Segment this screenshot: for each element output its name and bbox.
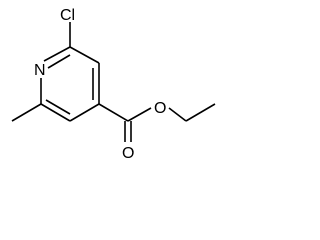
atom-label-o-carbonyl: O	[122, 145, 134, 162]
bond-c4-c5	[69, 103, 100, 122]
bond-c2-c3	[69, 46, 100, 64]
bond-c5-c6-inner	[45, 99, 71, 115]
atom-label-cl: Cl	[60, 7, 75, 24]
bond-c4-carbonyl	[98, 103, 129, 122]
bond-ch2-ch3	[185, 103, 216, 122]
chemical-structure: Cl N O O	[11, 7, 216, 162]
atom-label-n: N	[34, 62, 46, 79]
bond-n-c2-inner	[47, 54, 71, 69]
bond-ester-o-ch2	[168, 107, 187, 122]
atom-label-o-ester: O	[154, 100, 166, 117]
bond-c5-c6-outer	[40, 103, 71, 122]
bond-n-c2	[43, 46, 71, 62]
bond-carbonyl-ester-o	[127, 107, 152, 122]
bond-c6-methyl	[11, 103, 42, 122]
